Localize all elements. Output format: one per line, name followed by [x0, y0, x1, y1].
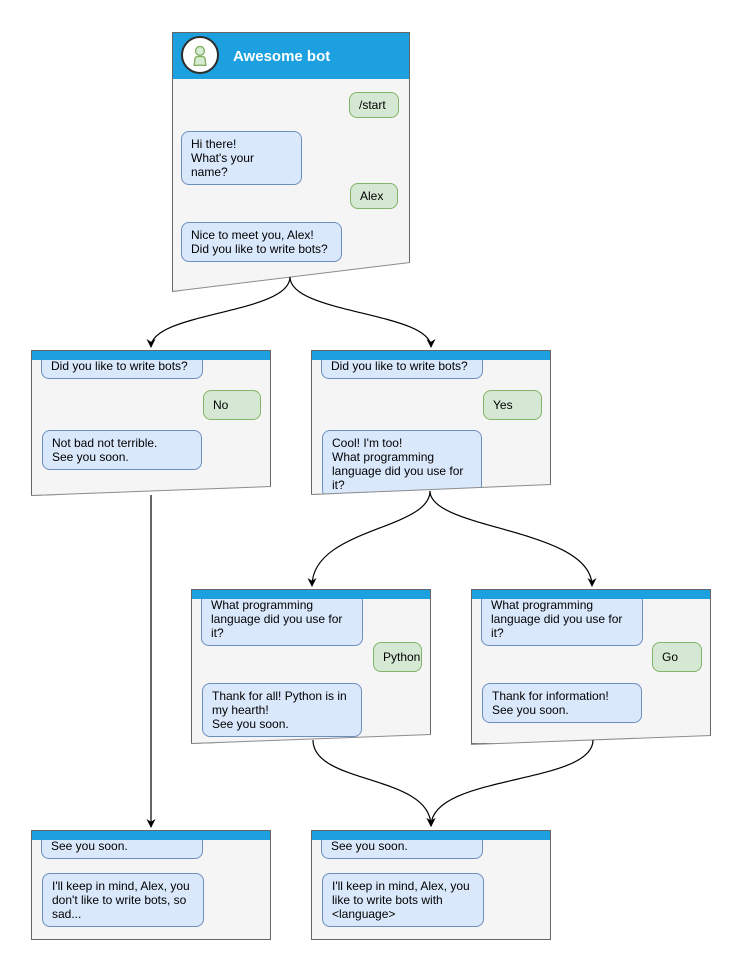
branch-node-yes: Did you like to write bots? Yes Cool! I'… [311, 350, 551, 495]
connector-yes-to-go [429, 490, 597, 587]
question-bubble: What programming language did you use fo… [481, 592, 643, 646]
bot-title: Awesome bot [233, 47, 331, 65]
reply-bubble: I'll keep in mind, Alex, you don't like … [42, 873, 204, 927]
connector-go-to-end [426, 739, 594, 827]
answer-bubble: Yes [483, 390, 542, 420]
chat-message-bot: Hi there! What's your name? [181, 131, 302, 185]
reply-bubble: Not bad not terrible. See you soon. [42, 430, 202, 470]
node-header-strip [472, 590, 710, 599]
connector-yes-to-python [307, 490, 431, 587]
reply-bubble: Thank for all! Python is in my hearth! S… [202, 683, 362, 737]
end-node-no: See you soon. I'll keep in mind, Alex, y… [31, 830, 271, 940]
answer-bubble: Python [373, 642, 422, 672]
branch-node-go: What programming language did you use fo… [471, 589, 711, 744]
chat-header: Awesome bot [173, 33, 409, 79]
connector-main-to-no [146, 276, 291, 348]
question-bubble: What programming language did you use fo… [201, 592, 363, 646]
reply-bubble: Cool! I'm too! What programming language… [322, 430, 482, 495]
node-header-strip [192, 590, 430, 599]
chat-message-bot: Nice to meet you, Alex! Did you like to … [181, 222, 342, 262]
node-header-strip [312, 351, 550, 360]
node-header-strip [32, 831, 270, 840]
reply-bubble: Thank for information! See you soon. [482, 683, 642, 723]
reply-bubble: I'll keep in mind, Alex, you like to wri… [322, 873, 484, 927]
branch-node-no: Did you like to write bots? No Not bad n… [31, 350, 271, 496]
bot-avatar [181, 36, 219, 74]
end-node-yes: See you soon. I'll keep in mind, Alex, y… [311, 830, 551, 940]
person-icon [193, 45, 207, 66]
connector-main-to-yes [289, 276, 436, 348]
main-chat-window: Awesome bot /start Hi there! What's your… [172, 32, 410, 292]
connector-python-to-end [312, 739, 436, 827]
answer-bubble: No [203, 390, 261, 420]
chat-message-user: /start [349, 92, 399, 118]
node-header-strip [32, 351, 270, 360]
node-header-strip [312, 831, 550, 840]
chat-message-user: Alex [350, 183, 398, 209]
answer-bubble: Go [652, 642, 702, 672]
branch-node-python: What programming language did you use fo… [191, 589, 431, 744]
